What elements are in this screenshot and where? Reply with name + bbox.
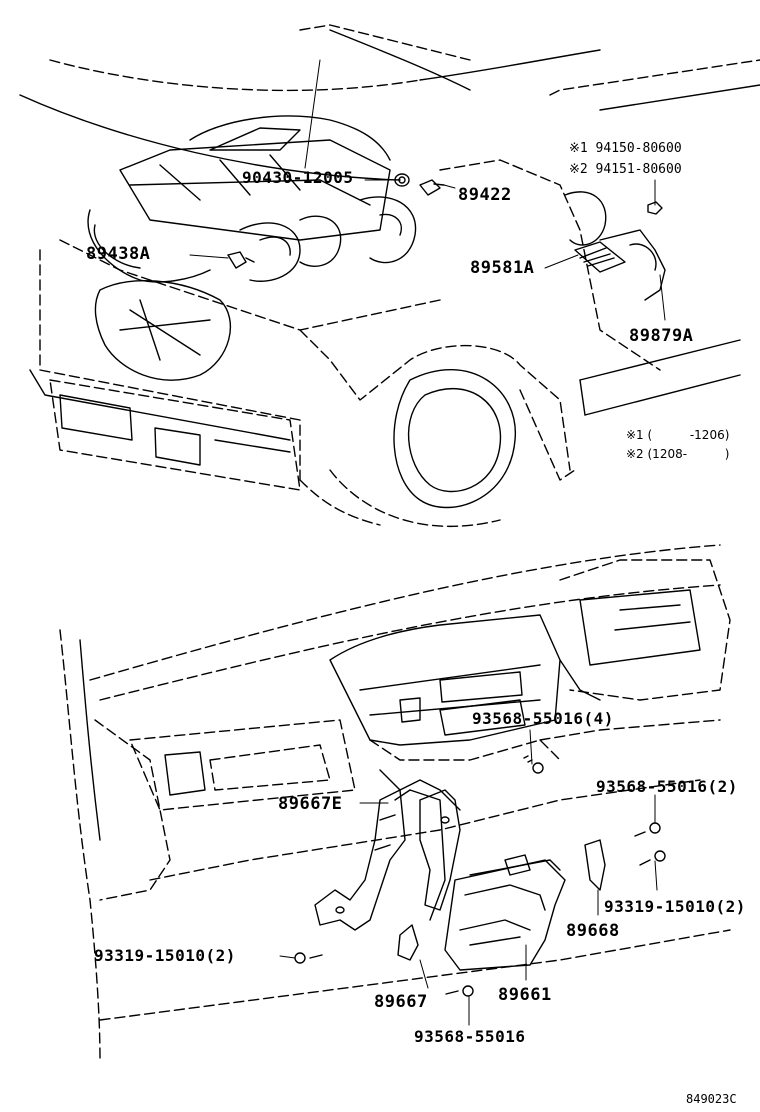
- ecu-89661: [444, 854, 566, 971]
- part-label-93568-55016[interactable]: 93568-55016: [414, 1027, 526, 1046]
- diagram-code: 849023C: [686, 1092, 737, 1106]
- note-1-mark: ※1 (: [626, 428, 653, 442]
- part-label-93319-15010-right[interactable]: 93319-15010(2): [604, 897, 746, 916]
- part-label-93319-15010-left[interactable]: 93319-15010(2): [94, 946, 236, 965]
- leader-lines-bottom: [279, 729, 658, 1026]
- part-label-89581A[interactable]: 89581A: [470, 258, 535, 278]
- note-2-mark: ※2 (1208-: [626, 447, 688, 461]
- part-label-90430-12005[interactable]: 90430-12005: [242, 168, 354, 187]
- applicability-note-2: ※2 (1208- ): [626, 447, 729, 461]
- leader-lines-top: [189, 59, 666, 321]
- engine-components: [227, 173, 663, 273]
- ecu-brackets: [314, 789, 606, 961]
- part-label-89422[interactable]: 89422: [458, 185, 512, 205]
- part-label-93568-55016-qty4[interactable]: 93568-55016(4): [472, 709, 614, 728]
- part-label-89879A[interactable]: 89879A: [629, 326, 694, 346]
- note-1-range: -1206): [689, 428, 730, 442]
- dashboard-illustration: [59, 544, 731, 1061]
- engine-bay-illustration: [19, 24, 760, 528]
- part-label-89667E[interactable]: 89667E: [278, 794, 343, 814]
- note-2-close: ): [724, 447, 730, 461]
- part-label-89661[interactable]: 89661: [498, 985, 552, 1005]
- part-label-94151-80600[interactable]: ※2 94151-80600: [569, 162, 682, 177]
- part-label-89668[interactable]: 89668: [566, 921, 620, 941]
- part-label-93568-55016-qty2[interactable]: 93568-55016(2): [596, 777, 738, 796]
- part-label-89667[interactable]: 89667: [374, 992, 428, 1012]
- applicability-note-1: ※1 ( -1206): [626, 428, 729, 442]
- part-label-89438A[interactable]: 89438A: [86, 244, 151, 264]
- part-label-94150-80600[interactable]: ※1 94150-80600: [569, 141, 682, 156]
